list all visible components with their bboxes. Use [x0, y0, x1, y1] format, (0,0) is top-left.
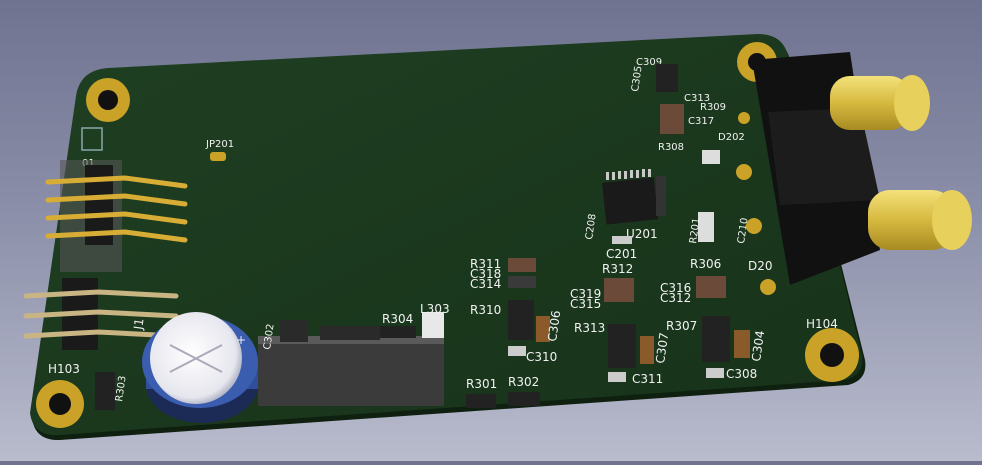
silk-label-c305: C305 [630, 65, 645, 92]
resistor-r201 [698, 212, 714, 242]
silk-label-u201: U201 [626, 227, 658, 241]
silk-label-c308: C308 [726, 367, 757, 381]
channel-1-components: R311 C318 C314 R310 C306 C310 [470, 257, 563, 364]
silk-label-c317: C317 [688, 116, 714, 127]
silk-label-c302: C302 [262, 323, 277, 350]
inductor-block [258, 312, 444, 406]
silk-label-c208: C208 [584, 213, 599, 240]
silk-label-c314: C314 [470, 277, 501, 291]
silk-label-r307: R307 [666, 319, 697, 333]
silk-label-c319: C319 [570, 287, 601, 301]
footprint-outline [81, 127, 103, 151]
silk-label-c201: C201 [606, 247, 637, 261]
silk-label-r309: R309 [700, 102, 726, 113]
silk-label-r311: R311 [470, 257, 501, 271]
silk-label-r201: R201 [688, 217, 703, 244]
silk-label-r313: R313 [574, 321, 605, 335]
mounting-hole-h103 [36, 380, 84, 428]
silk-label-r310: R310 [470, 303, 501, 317]
silk-label-jp201: JP201 [205, 139, 234, 150]
silk-label-c313: C313 [684, 93, 710, 104]
resistor-r302 [508, 392, 540, 406]
top-right-components: C305 C309 C313 R309 C317 R308 D202 [630, 57, 745, 164]
silk-label-r302: R302 [508, 375, 539, 389]
silk-label-c306: C306 [545, 309, 563, 342]
channel-3-components: R306 C316 C312 R307 C304 C308 [660, 257, 767, 381]
silk-label-r308: R308 [658, 142, 684, 153]
channel-2-components: R312 C319 C315 R313 C307 C311 [570, 262, 671, 386]
silk-label-d202: D202 [718, 132, 745, 143]
silk-label-c316: C316 [660, 281, 691, 295]
silk-label-j1-partial: J1 [131, 317, 147, 331]
silk-label-r301: R301 [466, 377, 497, 391]
capacitor-c201 [612, 236, 632, 244]
silk-label-c307: C307 [653, 331, 671, 364]
resistor-r301 [466, 394, 496, 408]
silk-label-h104: H104 [806, 317, 838, 331]
mounting-hole-top-left [86, 78, 130, 122]
mounting-hole-h104 [805, 328, 859, 382]
electrolytic-capacitor: + [142, 312, 258, 423]
pin-header-upper [45, 160, 188, 272]
jumper-pad-jp201 [210, 152, 226, 161]
silk-label-c304: C304 [749, 329, 767, 362]
silk-label-r306: R306 [690, 257, 721, 271]
silk-label-r304: R304 [382, 312, 413, 326]
silk-label-c315: C315 [570, 297, 601, 311]
silk-label-c311: C311 [632, 372, 663, 386]
silk-label-d20: D20 [748, 259, 773, 273]
silk-label-c312: C312 [660, 291, 691, 305]
pin-header-lower: J1 [23, 278, 179, 350]
silk-label-plus: + [236, 333, 246, 347]
resistor-r303 [95, 372, 115, 410]
silk-label-c309: C309 [636, 57, 662, 68]
silk-label-c318: C318 [470, 267, 501, 281]
silk-label-r312: R312 [602, 262, 633, 276]
ic-u201 [602, 169, 666, 225]
silk-label-l303: L303 [420, 302, 450, 316]
silk-label-c310: C310 [526, 350, 557, 364]
silk-label-h103: H103 [48, 362, 80, 376]
rca-connector: D20 [736, 52, 972, 295]
silk-label-r303: R303 [114, 375, 129, 402]
